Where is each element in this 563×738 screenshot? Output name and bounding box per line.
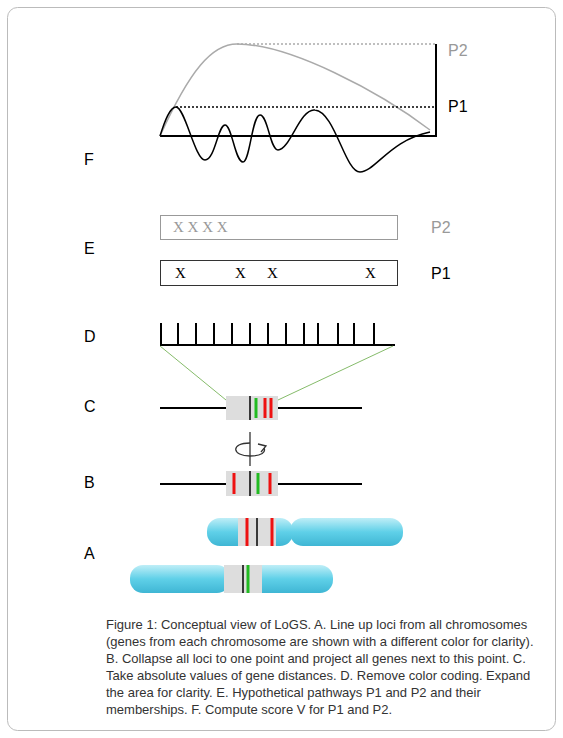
panel-letter: F — [84, 151, 94, 169]
pathway-label: P1 — [448, 98, 468, 116]
gene-mark — [257, 473, 260, 494]
score-curve — [160, 44, 430, 136]
pathway-box: P1XXXX — [160, 260, 398, 286]
gene-ticks — [161, 323, 374, 345]
gene-mark — [233, 473, 236, 494]
panel-letter: E — [84, 240, 95, 258]
figure-border — [8, 8, 556, 731]
locus-region — [226, 396, 278, 420]
pathway-label: P1 — [431, 265, 451, 283]
member-mark: X — [365, 264, 376, 282]
gene-mark — [270, 398, 273, 418]
member-mark: X — [175, 264, 186, 282]
gene-mark — [269, 473, 272, 494]
locus-point — [249, 396, 251, 420]
chromosome — [207, 518, 403, 546]
figure-caption: Figure 1: Conceptual view of LoGS. A. Li… — [106, 616, 542, 718]
max-line — [176, 106, 436, 108]
zoom-line — [278, 346, 393, 400]
panel-letter: A — [84, 545, 95, 563]
locus-region — [226, 471, 278, 496]
max-line — [237, 43, 436, 45]
panel-letter: B — [84, 474, 95, 492]
chromosome — [130, 565, 333, 593]
gene-mark — [264, 398, 267, 418]
zoom-line — [160, 346, 226, 400]
axis-line — [435, 44, 437, 137]
score-curve — [160, 107, 430, 172]
member-mark: X X X X — [173, 218, 228, 236]
axis-line — [160, 135, 436, 137]
pathway-box: P2X X X X — [160, 215, 398, 240]
member-mark: X — [235, 264, 246, 282]
member-mark: X — [267, 264, 278, 282]
locus-point — [249, 471, 251, 496]
panel-letter: D — [84, 328, 96, 346]
panel-letter: C — [84, 398, 96, 416]
pathway-label: P2 — [431, 219, 451, 237]
rotation-symbol — [236, 432, 266, 466]
pathway-label: P2 — [448, 42, 468, 60]
gene-mark — [255, 398, 258, 418]
